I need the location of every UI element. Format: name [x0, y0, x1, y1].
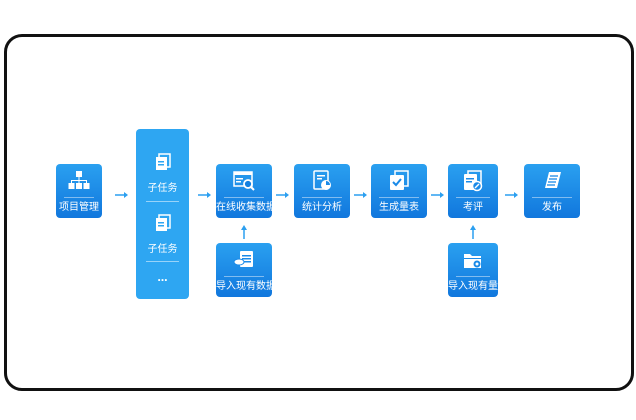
node-evaluation[interactable]: 考评: [448, 164, 498, 218]
subtask-label: 子任务: [147, 183, 178, 194]
divider: [224, 197, 264, 198]
arrow-right: [354, 192, 367, 198]
arrow-up: [470, 225, 476, 239]
node-label: 导入现有数据: [216, 281, 276, 292]
arrow-right: [115, 192, 128, 198]
divider: [146, 201, 179, 202]
arrow-right: [505, 192, 518, 198]
node-label: 统计分析: [302, 202, 342, 213]
stack-icon: [545, 172, 561, 188]
node-publish[interactable]: 发布: [524, 164, 580, 218]
node-import-data[interactable]: 导入现有数据: [216, 243, 276, 297]
more-ellipsis: …: [157, 273, 168, 284]
node-label: 发布: [542, 202, 562, 213]
node-online-collect[interactable]: 在线收集数据: [216, 164, 276, 218]
node-label: 导入现有量表: [448, 281, 508, 292]
divider: [379, 197, 419, 198]
divider: [224, 276, 264, 277]
node-generate-scale[interactable]: 生成量表: [371, 164, 427, 218]
arrow-right: [431, 192, 444, 198]
database-icon: [233, 251, 253, 267]
node-label: 项目管理: [59, 202, 99, 213]
arrow-right: [276, 192, 289, 198]
divider: [64, 197, 94, 198]
divider: [302, 197, 342, 198]
document-icon: [155, 214, 171, 231]
folder-icon: [464, 254, 481, 268]
node-label: 在线收集数据: [216, 202, 276, 213]
node-subtasks[interactable]: 子任务 子任务 …: [136, 129, 189, 299]
subtask-label: 子任务: [147, 244, 178, 255]
chart-doc-icon: [313, 170, 331, 190]
node-label: 考评: [463, 202, 483, 213]
arrow-up: [241, 225, 247, 239]
arrow-right: [198, 192, 211, 198]
divider: [146, 261, 179, 262]
divider: [532, 197, 572, 198]
divider: [456, 197, 490, 198]
node-statistics[interactable]: 统计分析: [294, 164, 350, 218]
node-import-scale[interactable]: 导入现有量表: [448, 243, 508, 297]
edit-doc-icon: [464, 170, 483, 192]
document-icon: [155, 153, 171, 170]
browser-search-icon: [233, 171, 255, 191]
node-project-management[interactable]: 项目管理: [56, 164, 102, 218]
node-label: 生成量表: [379, 202, 419, 213]
check-doc-icon: [390, 170, 409, 190]
org-chart-icon: [68, 171, 90, 189]
divider: [456, 276, 490, 277]
